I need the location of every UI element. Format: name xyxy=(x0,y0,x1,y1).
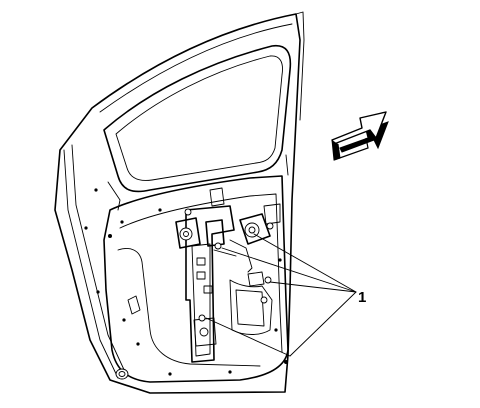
front-direction-arrow-icon xyxy=(331,111,389,161)
bolt xyxy=(184,208,192,216)
bolt xyxy=(264,276,272,284)
bolt xyxy=(260,296,268,304)
regulator-bolts xyxy=(184,208,274,322)
bolt xyxy=(214,242,222,250)
window-frame xyxy=(103,44,292,211)
bolt xyxy=(198,314,206,322)
mounting-holes xyxy=(84,188,288,376)
window-regulator xyxy=(175,187,281,363)
callout-1-leaders xyxy=(205,233,357,357)
door-outer-panel xyxy=(54,11,305,394)
door-inner-panel xyxy=(103,175,289,383)
callout-label-1: 1 xyxy=(358,289,366,306)
bolt xyxy=(266,222,274,230)
